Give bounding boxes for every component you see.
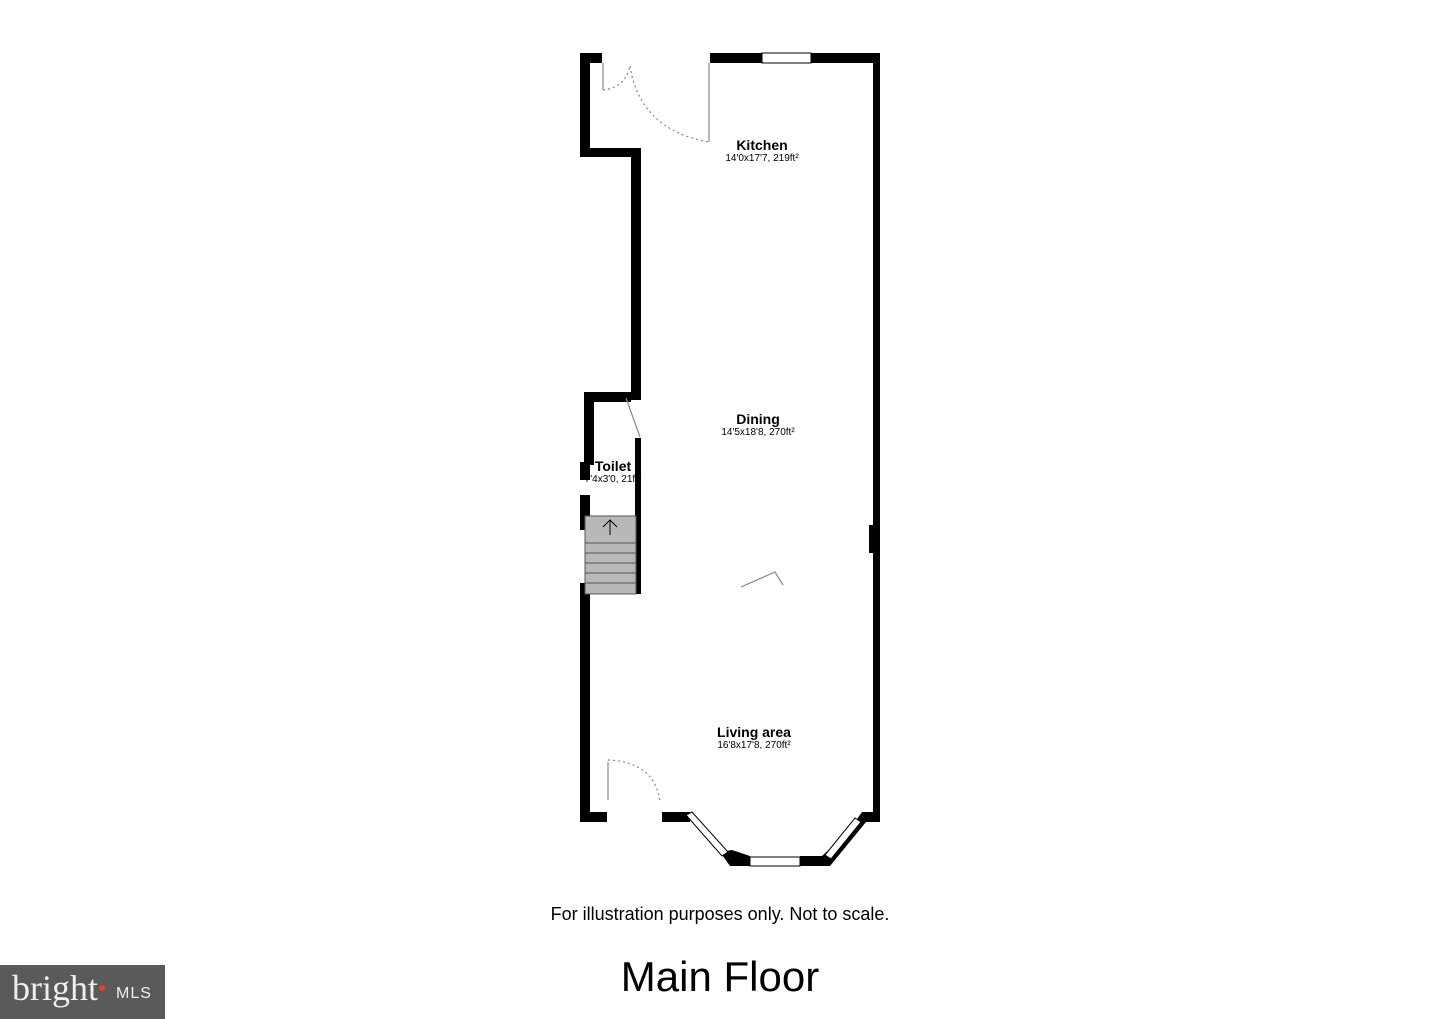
room-dining: Dining 14'5x18'8, 270ft² — [721, 411, 794, 438]
room-dims: 14'0x17'7, 219ft² — [725, 153, 799, 164]
bay-window-left — [685, 811, 729, 857]
room-name: Living area — [717, 724, 791, 740]
room-name: Toilet — [594, 458, 632, 474]
room-name: Dining — [736, 411, 780, 427]
room-name: Kitchen — [736, 137, 788, 153]
stairs — [584, 515, 637, 595]
disclaimer-note: For illustration purposes only. Not to s… — [550, 904, 890, 924]
doors — [602, 63, 784, 803]
room-kitchen: Kitchen 14'0x17'7, 219ft² — [725, 137, 798, 164]
floor-title: Main Floor — [620, 953, 820, 1000]
room-dims: 14'5x18'8, 270ft² — [721, 427, 795, 438]
walls — [580, 53, 880, 866]
bay-window-center — [749, 856, 801, 867]
room-dims: 16'8x17'8, 270ft² — [717, 740, 791, 751]
room-living-area: Living area 16'8x17'8, 270ft² — [717, 724, 791, 751]
arrow-up-icon — [602, 519, 618, 535]
kitchen-window — [761, 52, 812, 64]
bay-window-right — [824, 817, 862, 860]
room-dims: 7'4x3'0, 21ft² — [584, 474, 642, 485]
room-toilet: Toilet 7'4x3'0, 21ft² — [585, 458, 642, 485]
